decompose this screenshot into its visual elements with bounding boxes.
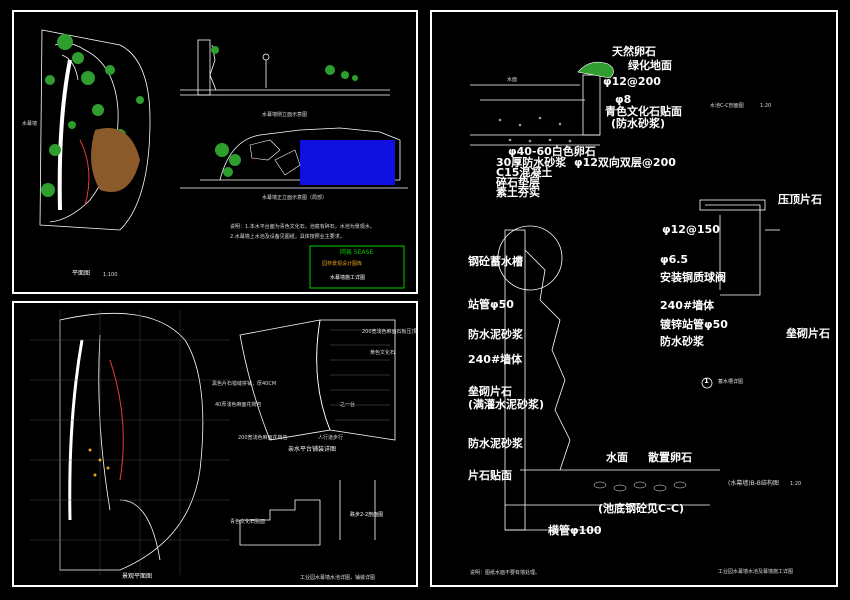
section-cc-title: 水池C-C剖面图 <box>710 103 744 109</box>
detail-marker <box>701 377 713 389</box>
plan-view-a <box>39 29 151 231</box>
section-cc-scale: 1:20 <box>760 103 772 109</box>
label-lvhua: 绿化地面 <box>628 59 672 72</box>
plan-water-curve <box>57 59 72 211</box>
label-tianran: 天然卵石 <box>612 45 656 58</box>
stamp-frame <box>309 245 405 289</box>
plan-grid-b <box>30 310 230 575</box>
plan-title-b: 景观平面图 <box>122 573 153 580</box>
label-gangjin: 钢砼蓄水槽 <box>468 255 523 268</box>
label-sutu: 素土夯实 <box>496 186 540 199</box>
label-qiangti240: 240#墙体 <box>660 299 715 312</box>
label-qiangti2: 240#墙体 <box>468 353 523 366</box>
elevation-plants <box>215 143 241 177</box>
label-fangshui: (防水砂浆) <box>611 117 666 130</box>
label-sanzhi: 散置卵石 <box>648 451 692 464</box>
panel-water-wall-plan <box>12 10 418 294</box>
label-b1: 200宽浅色麻面石板压顶 <box>362 329 417 335</box>
pebble-top <box>577 61 614 79</box>
elevation-water <box>300 140 395 185</box>
label-b6: 人行道步行 <box>318 435 344 441</box>
tank-detail <box>699 199 780 296</box>
label-phi12-150: φ12@150 <box>662 223 720 236</box>
plan-north-label: 水幕墙 <box>22 121 38 127</box>
section-cc <box>470 74 601 146</box>
step-title: 跌步2-2剖面图 <box>350 512 384 518</box>
label-baise: φ40-60白色卵石 <box>508 145 596 158</box>
label-zhanguan: 站管φ50 <box>468 298 514 311</box>
plan-b-accent <box>109 359 124 481</box>
label-fangshuijiang: 30厚防水砂浆 <box>496 156 567 169</box>
label-hengguan: 横管φ100 <box>548 524 602 537</box>
label-phi12-200: φ12@200 <box>603 75 661 88</box>
water-label-cc: 水面 <box>507 77 518 83</box>
paving-detail <box>239 319 396 441</box>
side-section-plants <box>211 46 358 81</box>
section-bb-title: (水幕墙)B-B结构图 <box>728 480 779 487</box>
label-leqi: 垒砌片石 <box>468 385 512 398</box>
side-section-title: 水幕墙侧立面示意图 <box>262 112 308 118</box>
footer-note-c: 说明：图纸水面不要有墙处理。 <box>470 570 541 576</box>
plan-view-b <box>59 312 204 571</box>
label-fangshuisj: 防水砂浆 <box>660 335 704 348</box>
label-b5: 200宽浅色麻面花岗岩 <box>238 435 288 441</box>
label-fangshuini2: 防水泥砂浆 <box>468 437 523 450</box>
label-anzhuang: 安装铜质球阀 <box>660 271 726 284</box>
label-qingse: 青色文化石贴面 <box>605 105 682 118</box>
stamp-title: 网易 SEASE <box>340 249 374 256</box>
label-b3: 黑色片石错缝拼铺，厚40CM <box>212 381 277 387</box>
section-bb-pebbles <box>593 481 687 492</box>
note-line-2: 2.水幕墙上水池及设备见图纸，具体按照业主要求。 <box>230 234 345 240</box>
panel-structure-detail <box>430 10 838 587</box>
elevation-title: 水幕墙正立面示意图（局部） <box>262 195 328 201</box>
detail-title-b: 工业园水幕墙水池详图，铺装详图 <box>300 575 376 581</box>
paving-hatch <box>330 329 390 421</box>
label-b8: 青色文化石贴面 <box>230 519 266 525</box>
detail-1-title: 蓄水槽详图 <box>718 379 744 385</box>
label-yading: 压顶片石 <box>778 193 822 206</box>
plan-b-markers <box>88 448 110 477</box>
plan-scale-a: 1:100 <box>103 272 118 278</box>
label-b2: 黄色文化石 <box>370 350 396 356</box>
label-phi65: φ6.5 <box>660 253 689 266</box>
label-b7: 之一台 <box>340 402 356 408</box>
label-phi8: φ8 <box>615 93 632 106</box>
label-suilong: 碎石垫层 <box>496 176 540 189</box>
panel-landscape-plan <box>12 301 418 587</box>
section-cc-hatch <box>498 116 572 143</box>
plan-stone-area <box>91 128 140 192</box>
elevation-rocks <box>249 139 301 176</box>
platform-title: 亲水平台铺装详图 <box>288 446 337 453</box>
footer-title-c: 工业园水幕墙水池及幕墙施工详图 <box>718 569 794 575</box>
label-duxin: 镀锌站管φ50 <box>660 318 728 331</box>
section-bb <box>497 225 720 531</box>
detail-num: 1 <box>704 377 709 385</box>
label-shuimian: 水面 <box>606 451 628 464</box>
step-section <box>239 480 376 546</box>
stamp-line: 园林景观设计图库 <box>322 261 363 267</box>
label-pianshi: 片石贴面 <box>468 469 512 482</box>
label-phi12-shuang: φ12双向双层@200 <box>574 156 676 169</box>
label-c15: C15混凝土 <box>496 166 553 179</box>
label-leqi-right: 垒砌片石 <box>786 327 830 340</box>
plan-title-a: 平面图 <box>72 270 91 277</box>
label-leqi2: (满灌水泥砂浆) <box>468 398 545 411</box>
label-chidi: (池底钢砼见C-C) <box>598 502 685 515</box>
label-fangshuini: 防水泥砂浆 <box>468 328 523 341</box>
plan-accent-curve <box>79 139 90 206</box>
label-b4: 40厚浅色麻面花岗岩 <box>215 402 262 408</box>
section-bb-scale: 1:20 <box>790 481 802 487</box>
stamp-sub: 水幕墙施工详图 <box>330 275 366 281</box>
note-line-1: 说明：1.本水平台面为青色文化石，池底有碎石，水池为景观水。 <box>230 224 375 230</box>
